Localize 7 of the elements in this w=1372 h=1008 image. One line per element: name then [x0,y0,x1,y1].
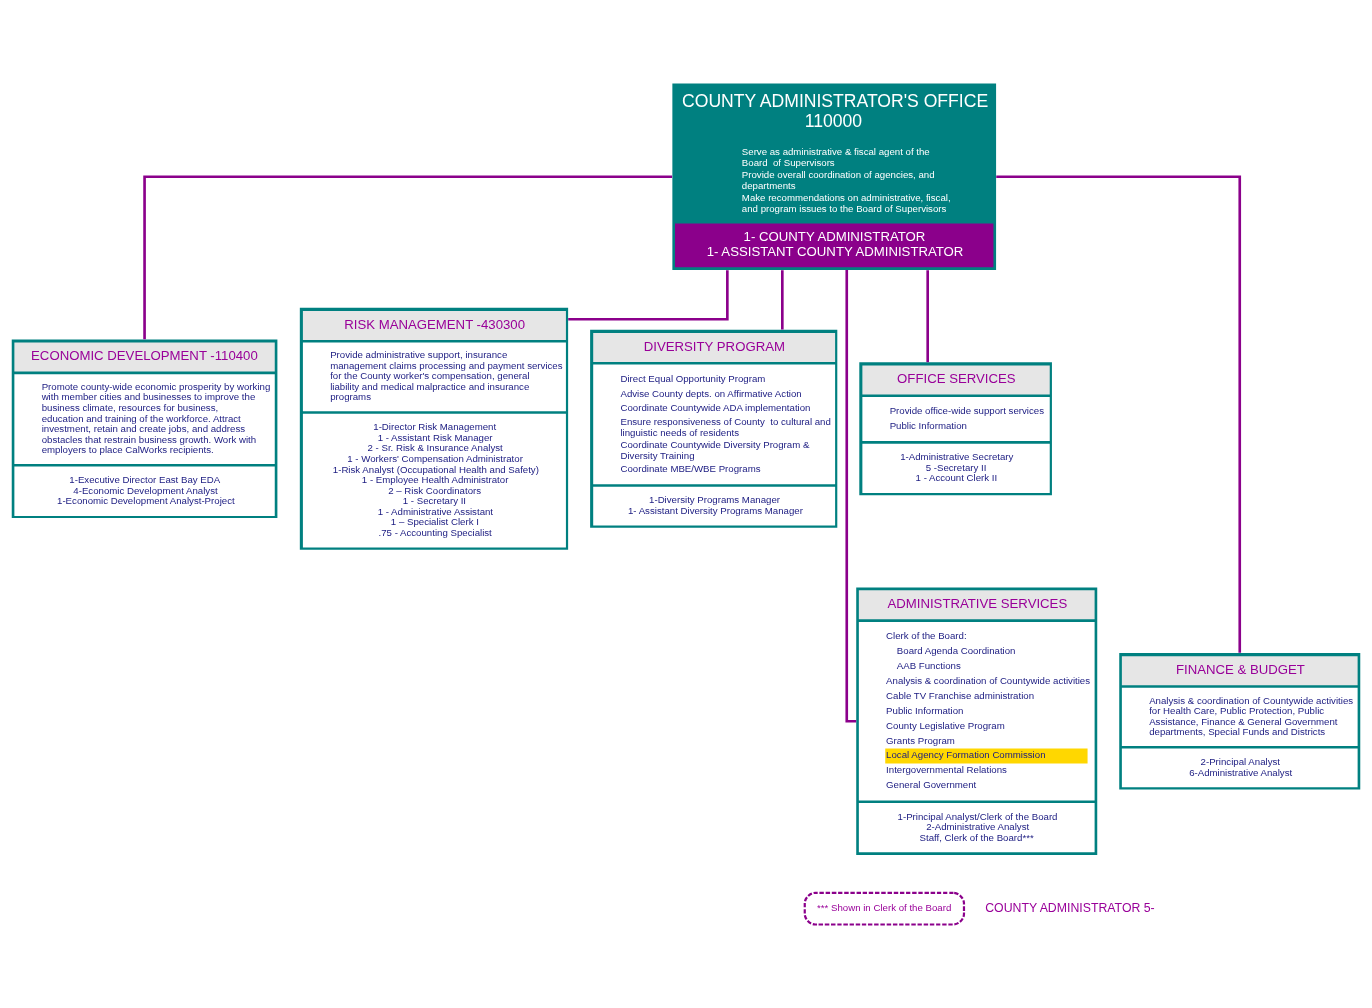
connector [996,175,1242,653]
label: COUNTY ADMINISTRATOR 5- [985,900,1155,915]
connector [845,270,857,723]
connector [781,270,784,330]
connector [568,270,729,321]
connector [926,270,929,363]
node-box: *** Shown in Clerk of the Board [803,891,966,926]
